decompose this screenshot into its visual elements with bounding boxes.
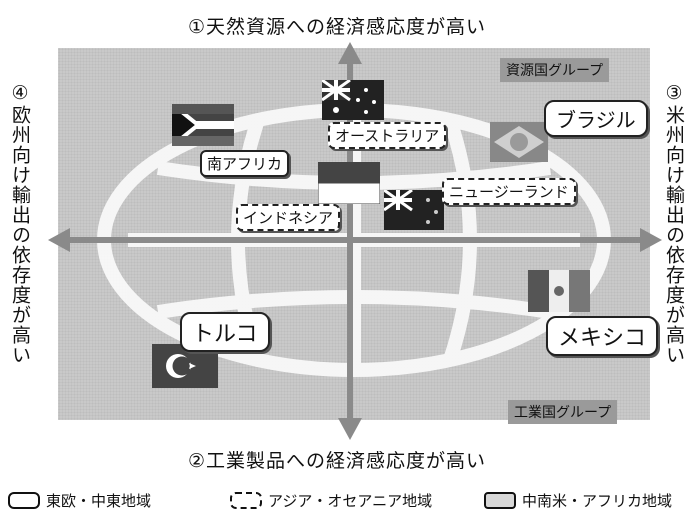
brazil-flag-icon bbox=[490, 122, 548, 162]
axis-title-bottom: ②工業製品への経済感応度が高い bbox=[188, 450, 487, 472]
legend-europe-me: 東欧・中東地域 bbox=[8, 490, 151, 511]
legend-latam-africa-label: 中南米・アフリカ地域 bbox=[522, 492, 673, 510]
label-brazil: ブラジル bbox=[544, 100, 648, 137]
gray-box-icon bbox=[484, 492, 516, 509]
legend-asia-oceania: アジア・オセアニア地域 bbox=[230, 490, 432, 511]
south-africa-flag-icon bbox=[172, 104, 234, 146]
arrow-up-icon bbox=[338, 42, 362, 64]
legend-latam-africa: 中南米・アフリカ地域 bbox=[484, 490, 672, 511]
legend-europe-me-label: 東欧・中東地域 bbox=[46, 492, 152, 510]
label-mexico: メキシコ bbox=[546, 316, 659, 356]
axis-title-top: ①天然資源への経済感応度が高い bbox=[188, 16, 487, 38]
mexico-flag-icon bbox=[528, 270, 590, 312]
indonesia-flag-icon bbox=[318, 162, 380, 204]
label-indonesia: インドネシア bbox=[236, 204, 341, 231]
group-tag-industrial: 工業国グループ bbox=[508, 400, 618, 424]
label-australia: オーストラリア bbox=[328, 122, 447, 149]
axis-title-left: ④欧州向け輸出の依存度が高い bbox=[9, 82, 31, 365]
arrow-down-icon bbox=[338, 418, 362, 440]
arrow-right-icon bbox=[640, 228, 662, 252]
axis-title-right: ③米州向け輸出の依存度が高い bbox=[663, 82, 685, 365]
dashed-box-icon bbox=[230, 492, 262, 509]
new-zealand-flag-icon bbox=[384, 190, 444, 230]
label-south-africa: 南アフリカ bbox=[200, 150, 290, 177]
label-turkey: トルコ bbox=[180, 312, 270, 352]
legend-asia-oceania-label: アジア・オセアニア地域 bbox=[268, 492, 433, 510]
australia-flag-icon bbox=[322, 80, 384, 120]
arrow-left-icon bbox=[48, 228, 70, 252]
group-tag-resource: 資源国グループ bbox=[500, 58, 610, 82]
solid-box-icon bbox=[8, 492, 40, 509]
label-new-zealand: ニュージーランド bbox=[442, 178, 576, 205]
